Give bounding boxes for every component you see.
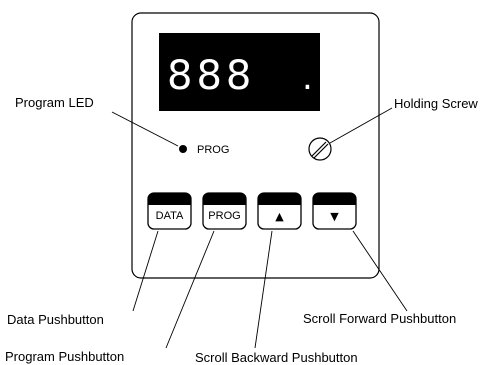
scroll-backward-button[interactable]: ▲ [257,192,302,230]
leader-lines [111,107,408,349]
scroll-forward-button[interactable]: ▼ [312,192,357,230]
leader-scroll-forward [352,230,408,312]
program-led-callout: Program LED [15,95,94,110]
leader-program-led [111,111,179,147]
data-button[interactable]: DATA [147,192,192,230]
prog-button-label: PROG [208,210,240,222]
program-pushbutton-callout: Program Pushbutton [5,349,125,364]
up-arrow-icon: ▲ [275,210,284,223]
program-led-label: PROG [197,144,229,156]
holding-screw-icon [308,137,332,161]
data-pushbutton-callout: Data Pushbutton [7,312,104,327]
scroll-forward-pushbutton-callout: Scroll Forward Pushbutton [303,311,457,326]
data-button-label: DATA [156,210,184,222]
program-led [179,145,187,153]
scroll-backward-pushbutton-callout: Scroll Backward Pushbutton [195,350,358,365]
leader-data-button [132,230,159,312]
leader-holding-screw [329,107,393,144]
led-display [159,33,320,111]
display-decimal-point: . [302,58,313,98]
down-arrow-icon: ▼ [330,210,339,223]
display-digits: 888 [167,53,255,99]
leader-prog-button [165,230,215,349]
leader-scroll-backward [254,230,273,349]
prog-button[interactable]: PROG [202,192,247,230]
holding-screw-callout: Holding Screw [394,96,478,111]
